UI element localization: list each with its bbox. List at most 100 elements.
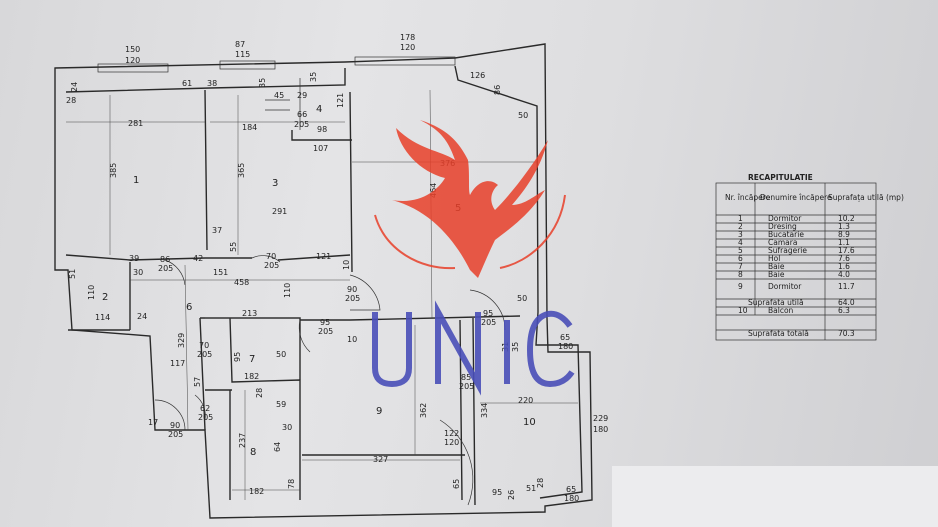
dim-label: 66 bbox=[297, 110, 307, 119]
dim-label: 121 bbox=[336, 93, 345, 108]
dim-label: 184 bbox=[242, 123, 257, 132]
header-dim-3-bottom: 120 bbox=[400, 43, 415, 52]
recap-header-nr: Nr. încăpere bbox=[725, 193, 771, 202]
dim-label: 65 bbox=[566, 485, 576, 494]
dim-label: 35 bbox=[258, 78, 267, 88]
recap-nr: 3 bbox=[738, 230, 743, 239]
dim-label: 281 bbox=[128, 119, 143, 128]
recap-header-name: Denumire încăpere bbox=[760, 193, 832, 202]
door-arc-3 bbox=[349, 274, 381, 311]
door-arc-4 bbox=[298, 319, 311, 353]
dim-label: 464 bbox=[429, 183, 438, 198]
recap-name: Bucatarie bbox=[768, 230, 804, 239]
outer-wall bbox=[54, 43, 593, 519]
header-dim-1-bottom: 120 bbox=[125, 56, 140, 65]
dim-label: 122 bbox=[444, 429, 459, 438]
dim-label: 98 bbox=[317, 125, 327, 134]
recap-balcon-label: Balcon bbox=[768, 306, 794, 315]
dim-label: 30 bbox=[133, 268, 143, 277]
recap-title: RECAPITULATIE bbox=[748, 173, 813, 182]
dim-label: 38 bbox=[207, 79, 217, 88]
room-number-9: 9 bbox=[376, 406, 382, 417]
door-arc-8 bbox=[439, 419, 474, 506]
dim-label: 151 bbox=[213, 268, 228, 277]
dim-label: 120 bbox=[444, 438, 459, 447]
dim-label: 28 bbox=[66, 96, 76, 105]
dim-label: 205 bbox=[345, 294, 360, 303]
dim-label: 51 bbox=[526, 484, 536, 493]
recap-area: 1.1 bbox=[838, 238, 850, 247]
dim-label: 205 bbox=[197, 350, 212, 359]
dim-label: 90 bbox=[347, 285, 357, 294]
dim-label: 205 bbox=[264, 261, 279, 270]
dim-label: 180 bbox=[564, 494, 579, 503]
dim-label: 28 bbox=[536, 478, 545, 488]
closet-lines bbox=[265, 78, 301, 130]
dim-label: 65 bbox=[452, 479, 461, 489]
recap-name: Sufragerie bbox=[768, 246, 807, 255]
dim-label: 237 bbox=[238, 433, 247, 448]
recap-name: Dresing bbox=[768, 222, 797, 231]
recap-area: 17.6 bbox=[838, 246, 855, 255]
room-number-3: 3 bbox=[272, 178, 278, 189]
dim-label: 86 bbox=[160, 255, 170, 264]
recap-nr: 7 bbox=[738, 262, 743, 271]
dim-label: 90 bbox=[170, 421, 180, 430]
dim-label: 121 bbox=[316, 252, 331, 261]
dim-label: 35 bbox=[309, 72, 318, 82]
paper-corner bbox=[612, 466, 938, 527]
interior-walls bbox=[65, 89, 521, 506]
dim-label: 205 bbox=[168, 430, 183, 439]
header-dim-3-top: 178 bbox=[400, 33, 415, 42]
header-dim-2-top: 87 bbox=[235, 40, 245, 49]
dim-label: 205 bbox=[481, 318, 496, 327]
dim-label: 24 bbox=[137, 312, 147, 321]
dimension-labels: 24 28 61 38 35 35 45 29 126 281 184 66 2… bbox=[66, 71, 608, 503]
recap-header-area: Suprafața utilă (mp) bbox=[828, 193, 904, 203]
dim-label: 78 bbox=[287, 479, 296, 489]
dim-label: 29 bbox=[297, 91, 307, 100]
dim-label: 45 bbox=[274, 91, 284, 100]
window-2 bbox=[219, 60, 276, 70]
dim-label: 114 bbox=[95, 313, 110, 322]
recap-area: 1.3 bbox=[838, 222, 850, 231]
recap-area: 7.6 bbox=[838, 254, 850, 263]
door-arc-7 bbox=[194, 394, 206, 421]
unic-watermark bbox=[372, 300, 575, 396]
window-1 bbox=[97, 63, 169, 73]
recap-nr: 5 bbox=[738, 246, 743, 255]
recap-name: Hol bbox=[768, 254, 780, 263]
dim-label: 182 bbox=[244, 372, 259, 381]
room-number-7: 7 bbox=[249, 354, 255, 365]
dim-label: 205 bbox=[158, 264, 173, 273]
recap-util-value: 64.0 bbox=[838, 298, 855, 307]
dim-label: 180 bbox=[558, 342, 573, 351]
recap-nr: 9 bbox=[738, 282, 743, 291]
window-3 bbox=[354, 56, 456, 66]
dim-label: 213 bbox=[242, 309, 257, 318]
dim-label: 291 bbox=[272, 207, 287, 216]
recap-nr: 1 bbox=[738, 214, 743, 223]
dim-label: 126 bbox=[470, 71, 485, 80]
dim-label: 24 bbox=[70, 82, 79, 92]
door-arc-6 bbox=[154, 399, 186, 431]
inner-outline bbox=[65, 65, 583, 499]
dim-label: 64 bbox=[273, 442, 282, 452]
recap-nr: 6 bbox=[738, 254, 743, 263]
recap-balcon-value: 6.3 bbox=[838, 306, 850, 315]
recap-area: 11.7 bbox=[838, 282, 855, 291]
phoenix-watermark-icon bbox=[374, 120, 566, 278]
recap-name: Dormitor bbox=[768, 282, 802, 291]
recap-name: Dormitor bbox=[768, 214, 802, 223]
dim-label: 61 bbox=[182, 79, 192, 88]
recap-nr: 4 bbox=[738, 238, 743, 247]
dim-label: 70 bbox=[199, 341, 209, 350]
recap-area: 1.6 bbox=[838, 262, 850, 271]
dim-label: 334 bbox=[480, 403, 489, 418]
dim-label: 10 bbox=[342, 260, 351, 270]
recap-nr: 8 bbox=[738, 270, 743, 279]
recap-rows: 1 Dormitor 10.2 2 Dresing 1.3 3 Bucatari… bbox=[738, 214, 855, 291]
